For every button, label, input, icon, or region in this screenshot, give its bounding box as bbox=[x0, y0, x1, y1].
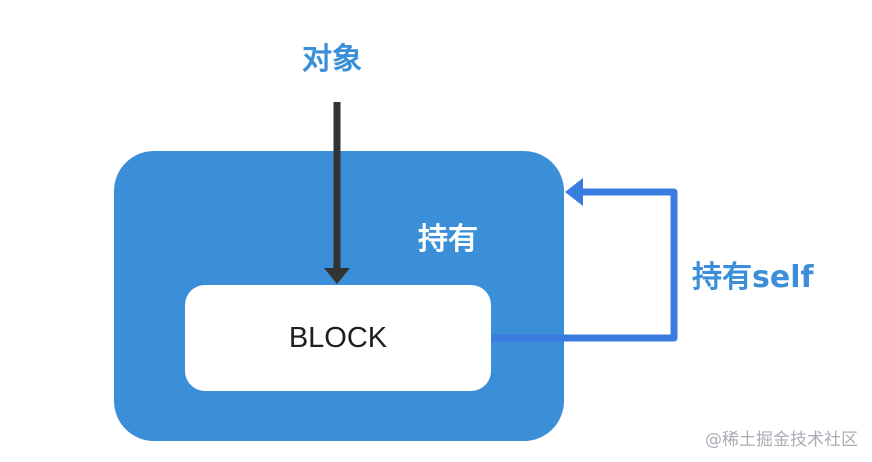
watermark: @稀土掘金技术社区 bbox=[705, 430, 858, 450]
block-label: BLOCK bbox=[288, 321, 388, 354]
block-box: BLOCK bbox=[185, 285, 491, 391]
object-label: 对象 bbox=[302, 42, 362, 77]
holds-label: 持有 bbox=[418, 222, 478, 257]
holds-self-label: 持有self bbox=[692, 260, 814, 295]
